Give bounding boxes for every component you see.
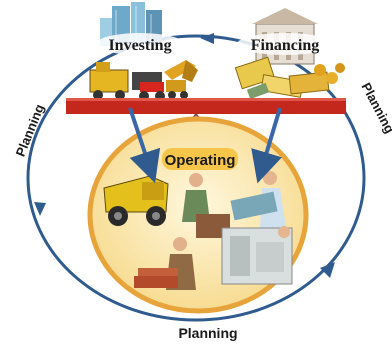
planning-label-left: Planning bbox=[13, 102, 47, 159]
operating-label-bg bbox=[162, 148, 238, 170]
investing-label: Investing bbox=[108, 37, 171, 54]
dump-truck-icon bbox=[103, 175, 169, 226]
money-documents-icon bbox=[234, 56, 345, 100]
planning-cycle bbox=[26, 33, 366, 322]
financing-arrow bbox=[251, 107, 282, 184]
cycle-arrow-bottom bbox=[320, 262, 335, 278]
investing-label-group: Investing bbox=[96, 33, 184, 55]
financing-label-group: Financing bbox=[237, 33, 333, 55]
factory-workers-icon bbox=[134, 171, 293, 290]
financing-label: Financing bbox=[251, 37, 319, 54]
cycle-arrow-top bbox=[200, 33, 214, 44]
construction-vehicles-icon bbox=[89, 60, 198, 101]
balance-plank bbox=[66, 100, 346, 114]
cycle-arrow-left bbox=[34, 202, 46, 216]
flow-arrows bbox=[128, 107, 282, 184]
planning-label-bottom: Planning bbox=[178, 325, 237, 341]
planning-label-right: Planning bbox=[358, 80, 392, 136]
investing-arrow bbox=[128, 107, 161, 184]
operating-circle: Operating bbox=[87, 116, 309, 314]
operating-label: Operating bbox=[165, 152, 236, 169]
